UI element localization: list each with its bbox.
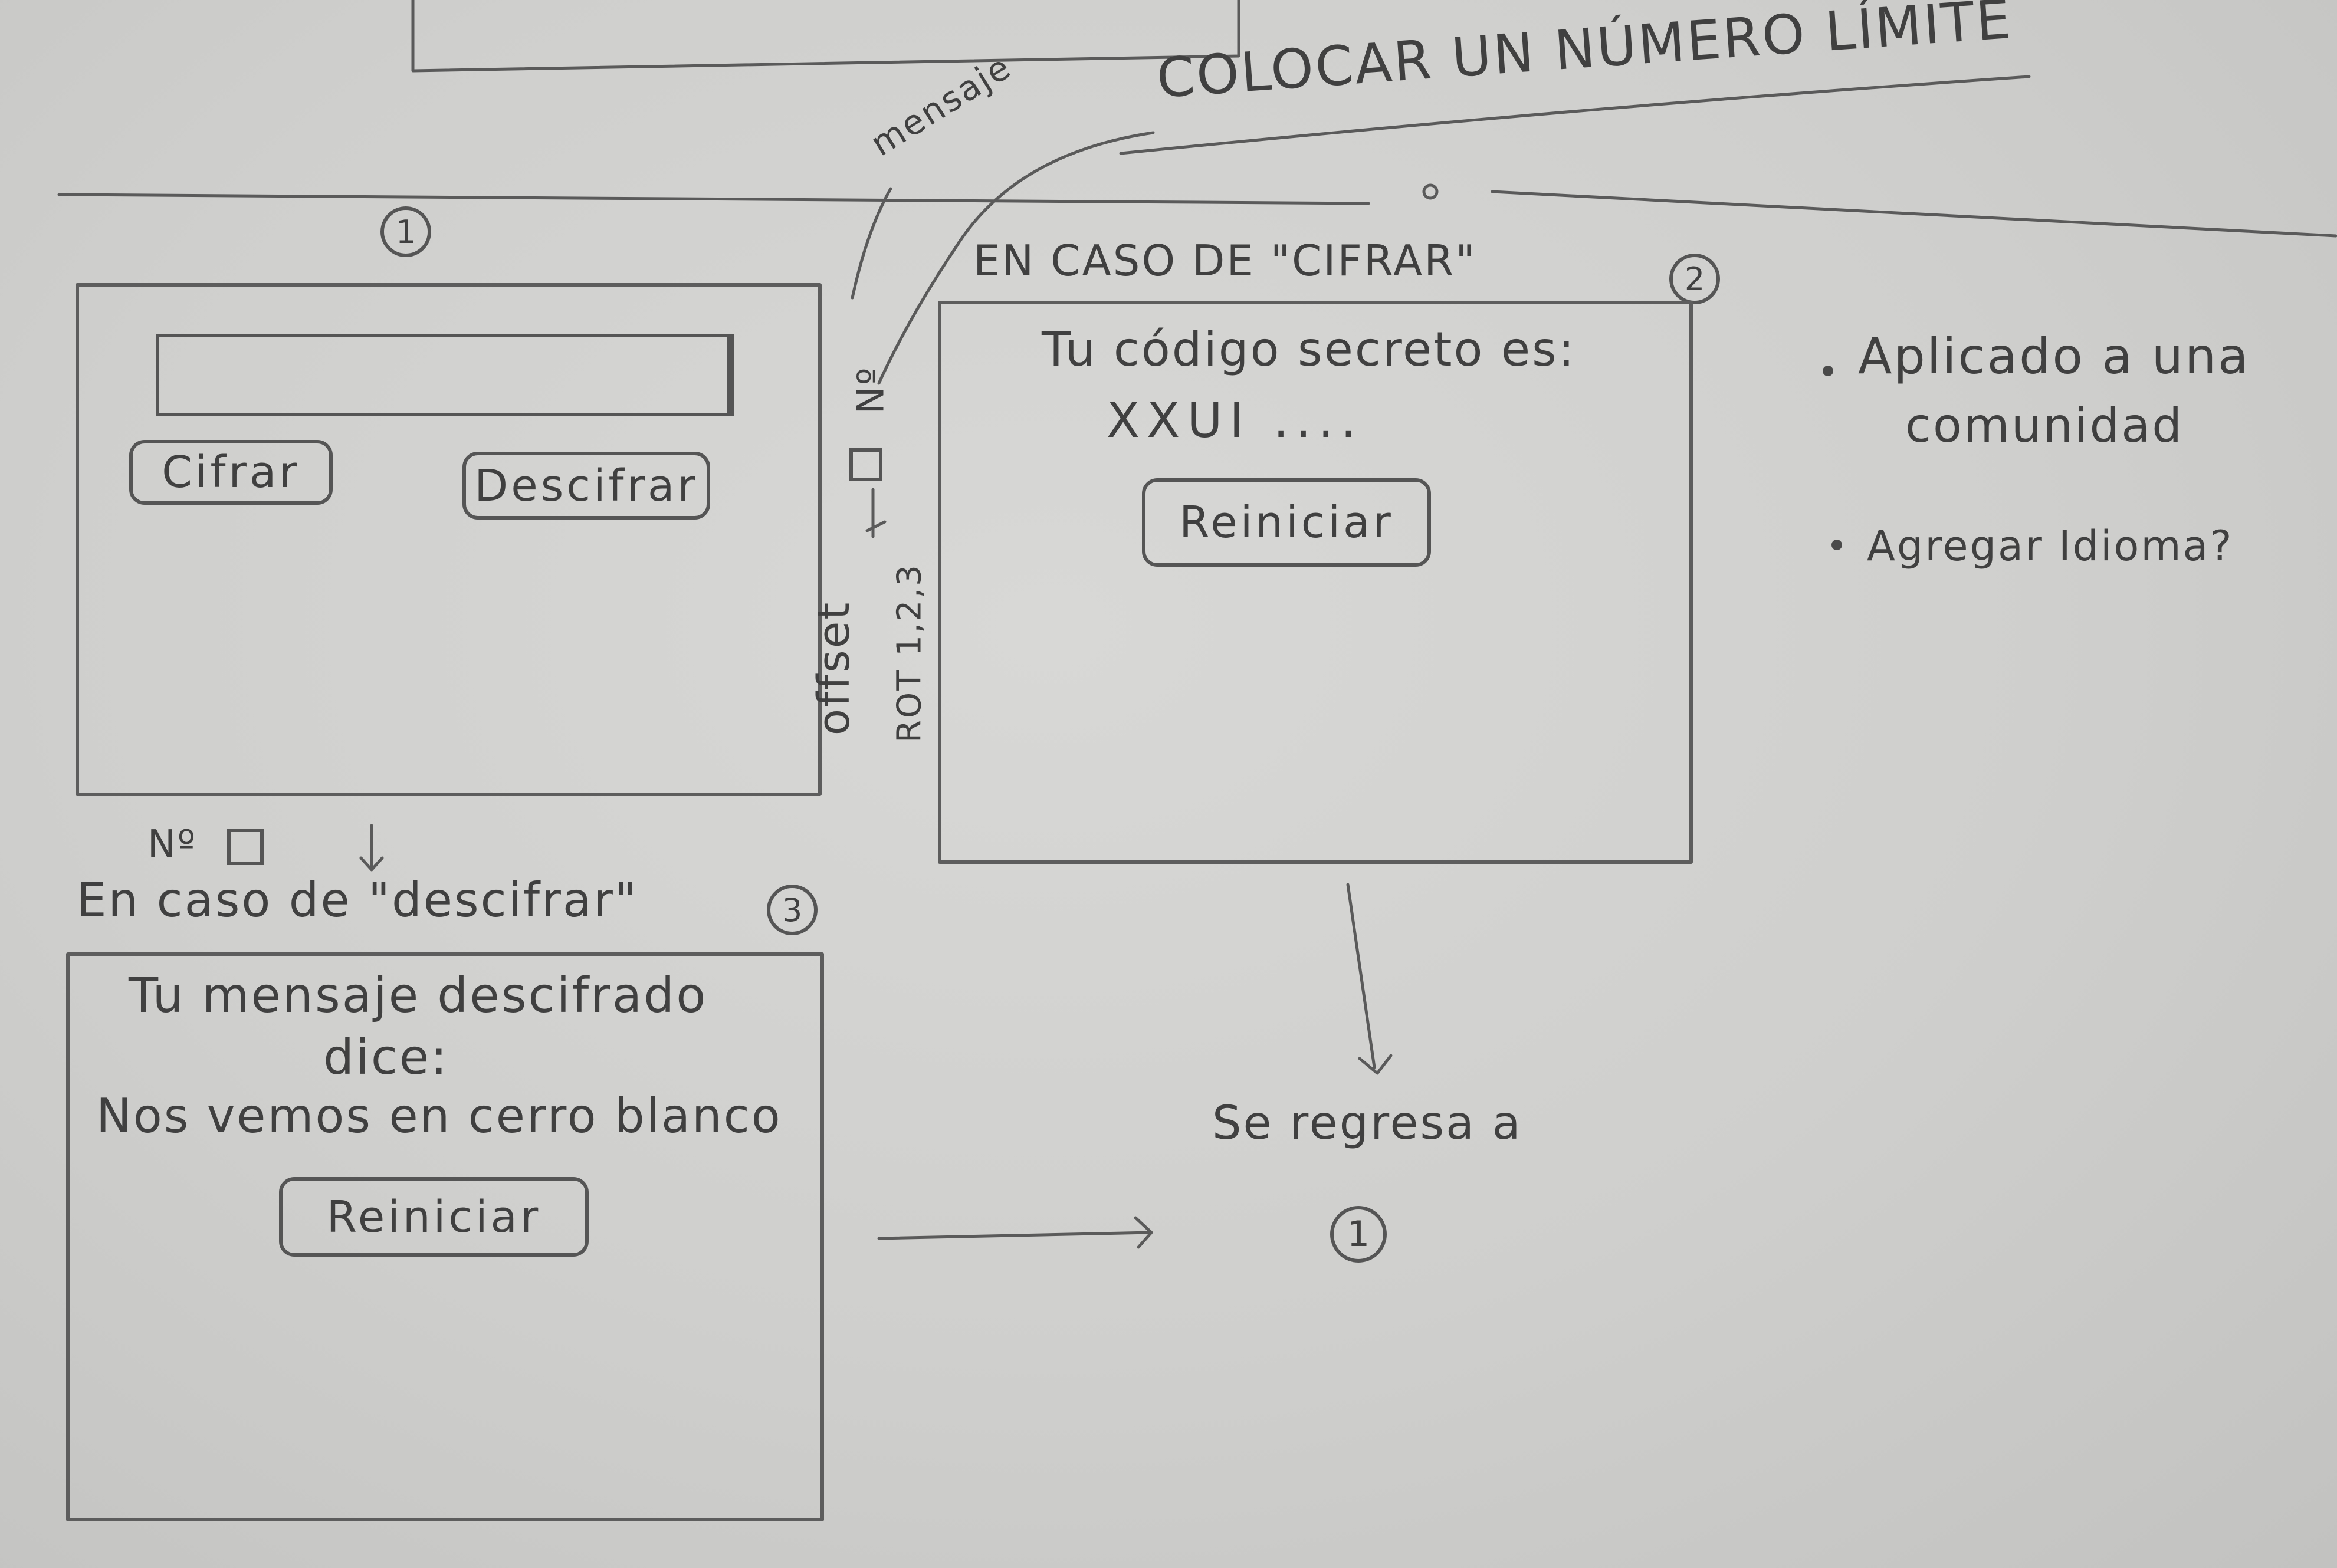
screen2-caption: EN CASO DE "CIFRAR"	[973, 236, 1477, 285]
screen3-caption: En caso de "descifrar"	[77, 873, 638, 928]
reiniciar-button-2[interactable]: Reiniciar	[1142, 478, 1431, 567]
right-arrow-line	[877, 1231, 1152, 1240]
note-curve-arrow	[877, 131, 1155, 385]
top-partial-box	[411, 0, 1240, 73]
note-bullet-2	[1831, 540, 1842, 550]
note-bullet-1	[1823, 366, 1833, 376]
side-no-label: Nº	[849, 366, 892, 415]
separator-line-right	[1491, 190, 2337, 238]
screen3-number: 3	[767, 885, 818, 935]
decrypted-label: Tu mensaje descifrado	[129, 968, 708, 1024]
down-arrow-head-icon	[1358, 1054, 1393, 1075]
note-item-1-line-1: Aplicado a una	[1858, 327, 2250, 385]
top-note-underline	[1119, 75, 2031, 155]
return-note: Se regresa a	[1212, 1097, 1522, 1150]
separator-dot	[1422, 183, 1439, 200]
screen2-frame: Tu código secreto es: XXUI .... Reinicia…	[938, 301, 1693, 864]
secret-code-value: XXUI ....	[1107, 393, 1363, 449]
offset-arrow-icon	[865, 488, 887, 538]
bottom-no-label: Nº	[147, 823, 198, 866]
offset-checkbox[interactable]	[849, 448, 882, 481]
separator-line-left	[57, 193, 1370, 205]
mensaje-curve	[851, 187, 892, 300]
descifrar-down-arrow-icon	[359, 824, 384, 872]
cifrar-button[interactable]: Cifrar	[129, 440, 333, 505]
offset-label: offset	[809, 600, 860, 736]
decrypted-message: Nos vemos en cerro blanco	[96, 1089, 782, 1143]
secret-code-label: Tu código secreto es:	[1042, 322, 1576, 377]
right-arrow-head-icon	[1134, 1216, 1153, 1249]
note-item-2: Agregar Idioma?	[1867, 522, 2234, 570]
down-arrow-line	[1346, 883, 1376, 1069]
descifrar-button[interactable]: Descifrar	[462, 452, 710, 520]
descifrar-checkbox[interactable]	[227, 829, 264, 865]
screen1-frame: Cifrar Descifrar	[76, 283, 822, 796]
screen3-frame: Tu mensaje descifrado dice: Nos vemos en…	[66, 952, 824, 1521]
decrypted-label-2: dice:	[323, 1030, 449, 1086]
return-screen-number: 1	[1330, 1206, 1387, 1263]
note-item-1-line-2: comunidad	[1905, 398, 2184, 453]
message-input[interactable]	[156, 334, 734, 416]
rot-label: ROT 1,2,3	[890, 563, 929, 743]
screen2-number: 2	[1669, 254, 1720, 304]
reiniciar-button-3[interactable]: Reiniciar	[279, 1177, 589, 1257]
screen1-number: 1	[380, 206, 431, 257]
